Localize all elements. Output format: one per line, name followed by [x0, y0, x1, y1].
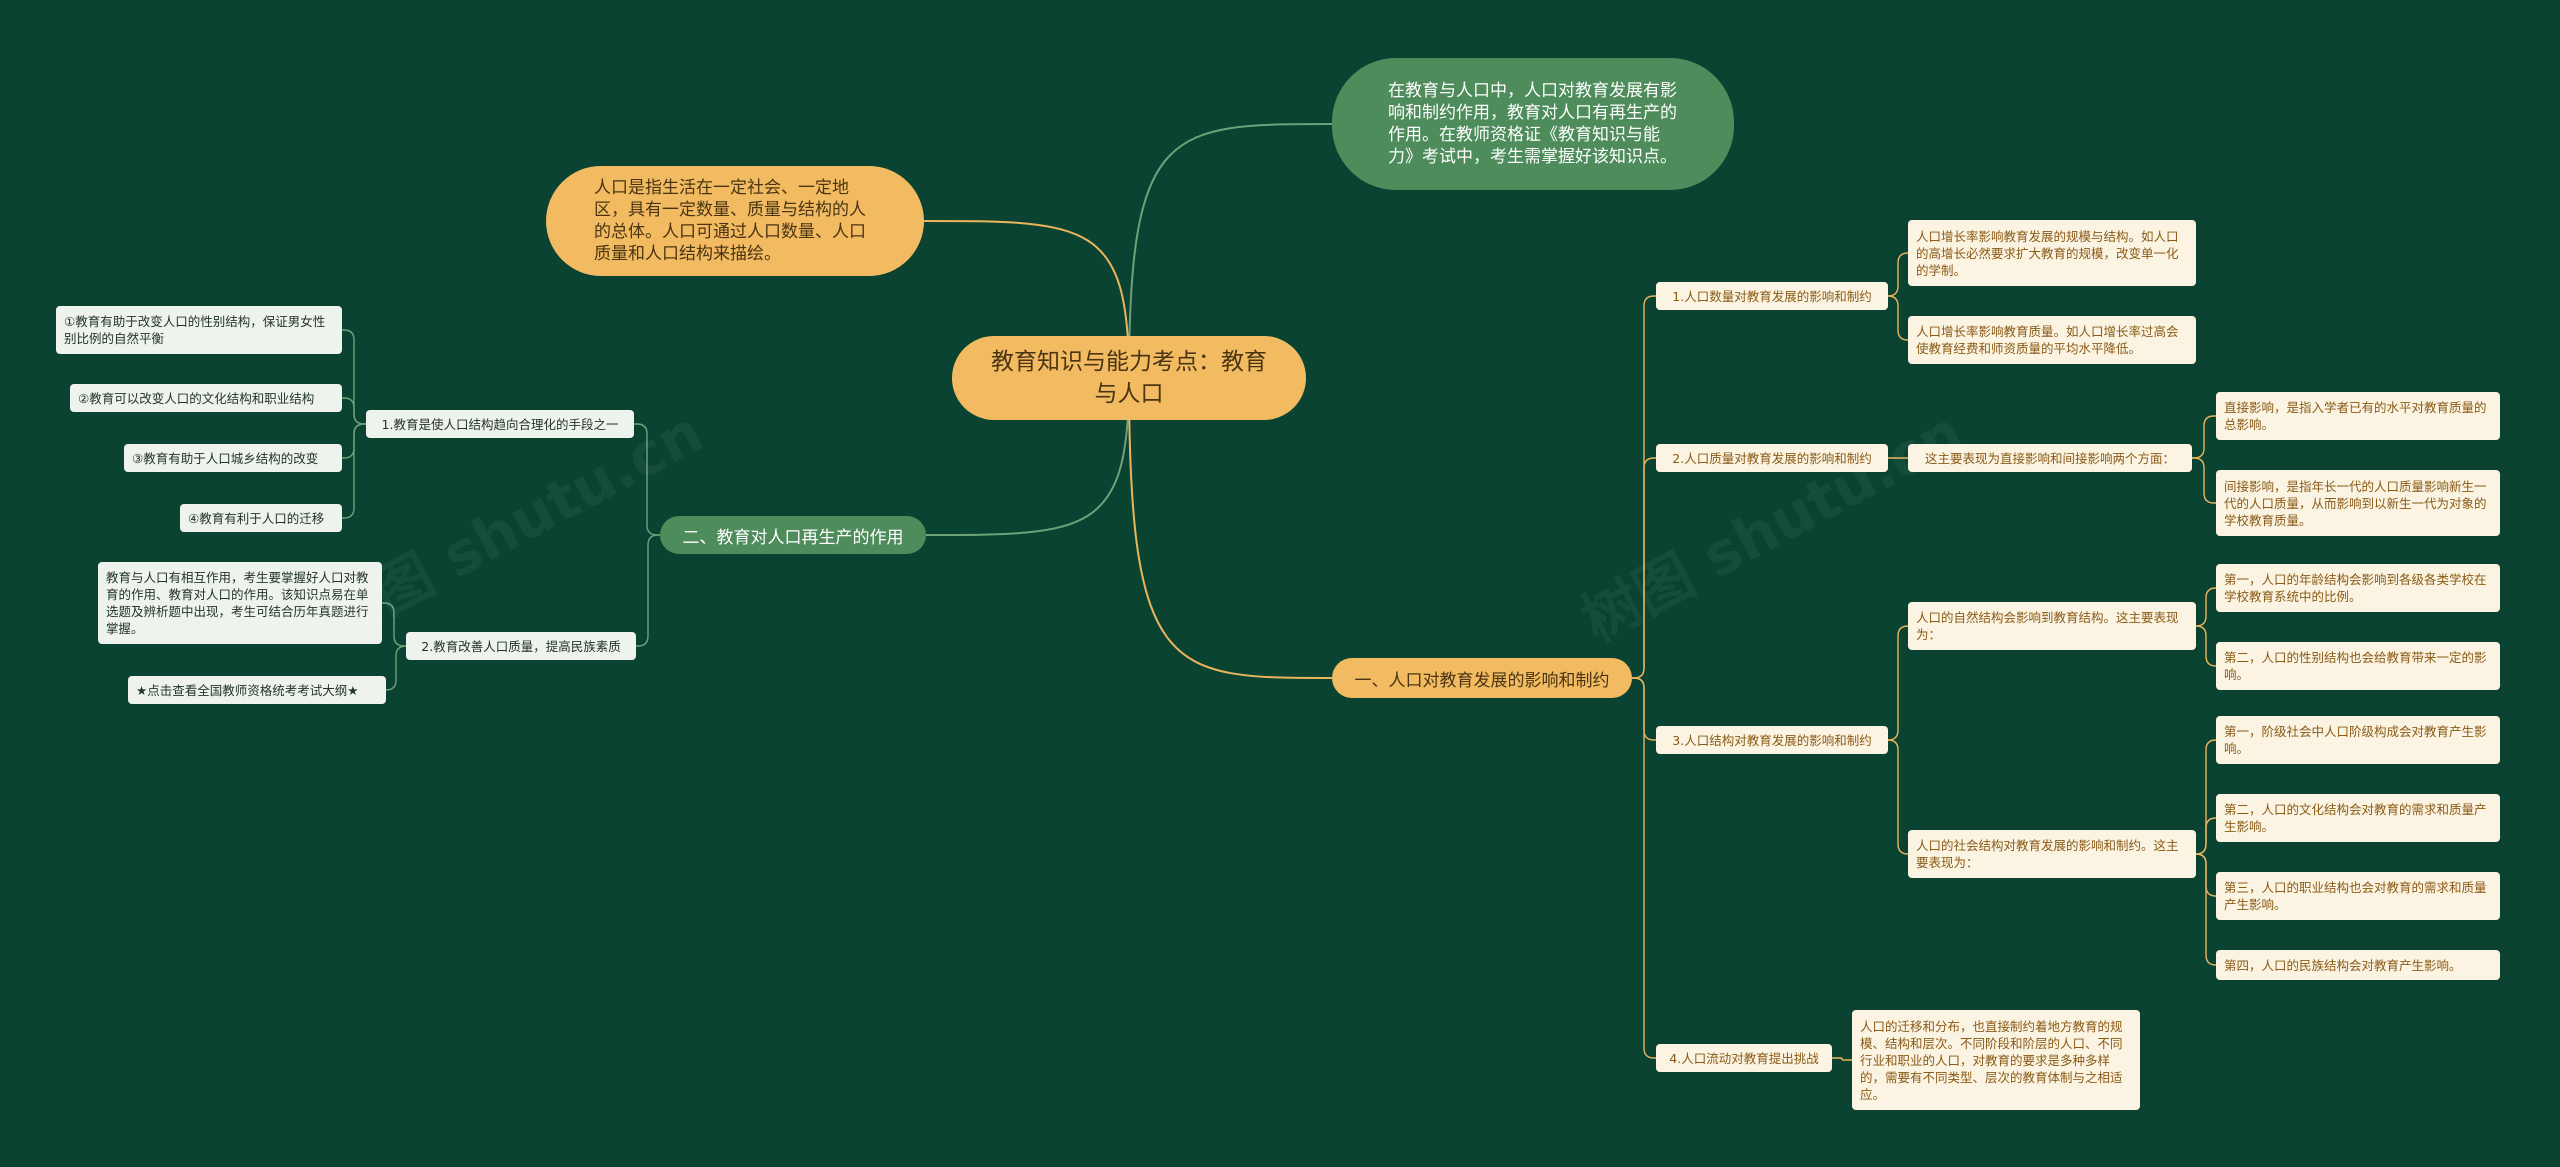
- natural-structure[interactable]: 人口的自然结构会影响到教育结构。这主要表现为：: [1908, 602, 2196, 650]
- connector-line: [2195, 587, 2217, 627]
- social-class: 第一，阶级社会中人口阶级构成会对教育产生影响。: [2216, 716, 2500, 764]
- social-structure[interactable]: 人口的社会结构对教育发展的影响和制约。这主要表现为：: [1908, 830, 2196, 878]
- quality-direct: 直接影响，是指入学者已有的水平对教育质量的总影响。: [2216, 392, 2500, 440]
- quality-topic[interactable]: 2.人口质量对教育发展的影响和制约: [1656, 444, 1888, 472]
- structure-topic[interactable]: 3.人口结构对教育发展的影响和制约: [1656, 726, 1888, 754]
- connector-line: [925, 377, 1130, 536]
- connector-line: [2192, 415, 2216, 459]
- structure-item-culture: ②教育可以改变人口的文化结构和职业结构: [70, 384, 342, 412]
- connector-line: [923, 220, 1130, 379]
- connector-line: [1887, 252, 1909, 297]
- connector-line: [1887, 295, 1909, 341]
- social-occupation: 第三，人口的职业结构也会对教育的需求和质量产生影响。: [2216, 872, 2500, 920]
- connector-line: [385, 645, 407, 691]
- connector-line: [1128, 123, 1333, 379]
- connector-line: [1128, 377, 1333, 679]
- structure-means-topic[interactable]: 1.教育是使人口结构趋向合理化的手段之一: [366, 410, 634, 438]
- quality-improve-note: 教育与人口有相互作用，考生要掌握好人口对教育的作用、教育对人口的作用。该知识点易…: [98, 562, 382, 644]
- connector-line: [2195, 817, 2217, 855]
- root-topic[interactable]: 教育知识与能力考点：教育与人口: [952, 336, 1306, 420]
- quantity-detail-2: 人口增长率影响教育质量。如人口增长率过高会使教育经费和师资质量的平均水平降低。: [1908, 316, 2196, 364]
- mobility-topic[interactable]: 4.人口流动对教育提出挑战: [1656, 1044, 1832, 1072]
- mobility-detail: 人口的迁移和分布，也直接制约着地方教育的规模、结构和层次。不同阶段和阶层的人口、…: [1852, 1010, 2140, 1110]
- connector-line: [342, 423, 366, 519]
- connector-line: [634, 423, 660, 536]
- syllabus-link[interactable]: ★点击查看全国教师资格统考考试大纲★: [128, 676, 386, 704]
- connector-line: [1632, 677, 1656, 1059]
- quality-summary[interactable]: 这主要表现为直接影响和间接影响两个方面：: [1908, 444, 2192, 472]
- connector-line: [2195, 625, 2217, 667]
- quantity-detail-1: 人口增长率影响教育发展的规模与结构。如人口的高增长必然要求扩大教育的规模，改变单…: [1908, 220, 2196, 286]
- population-definition-bubble[interactable]: 人口是指生活在一定社会、一定地区，具有一定数量、质量与结构的人的总体。人口可通过…: [546, 166, 924, 276]
- connector-line: [1887, 739, 1909, 855]
- quantity-topic[interactable]: 1.人口数量对教育发展的影响和制约: [1656, 282, 1888, 310]
- connector-line: [1887, 625, 1909, 741]
- social-ethnic: 第四，人口的民族结构会对教育产生影响。: [2216, 950, 2500, 980]
- social-culture: 第二，人口的文化结构会对教育的需求和质量产生影响。: [2216, 794, 2500, 842]
- quality-improve-topic[interactable]: 2.教育改善人口质量，提高民族素质: [406, 632, 636, 660]
- connector-line: [342, 397, 366, 425]
- structure-item-migration: ④教育有利于人口的迁移: [180, 504, 342, 532]
- natural-gender: 第二，人口的性别结构也会给教育带来一定的影响。: [2216, 642, 2500, 690]
- relation-intro-bubble[interactable]: 在教育与人口中，人口对教育发展有影响和制约作用，教育对人口有再生产的作用。在教师…: [1332, 58, 1734, 190]
- branch-population-influence[interactable]: 一、人口对教育发展的影响和制约: [1332, 658, 1632, 698]
- connector-line: [382, 602, 406, 647]
- connector-line: [2195, 853, 2217, 966]
- branch-education-effect[interactable]: 二、教育对人口再生产的作用: [660, 516, 926, 554]
- connector-line: [2192, 457, 2216, 504]
- structure-item-urban: ③教育有助于人口城乡结构的改变: [124, 444, 342, 472]
- structure-item-gender: ①教育有助于改变人口的性别结构，保证男女性别比例的自然平衡: [56, 306, 342, 354]
- natural-age: 第一，人口的年龄结构会影响到各级各类学校在学校教育系统中的比例。: [2216, 564, 2500, 612]
- connector-line: [636, 534, 660, 647]
- connector-line: [1832, 1057, 1852, 1061]
- quality-indirect: 间接影响，是指年长一代的人口质量影响新生一代的人口质量，从而影响到以新生一代为对…: [2216, 470, 2500, 536]
- connector-line: [1632, 457, 1656, 679]
